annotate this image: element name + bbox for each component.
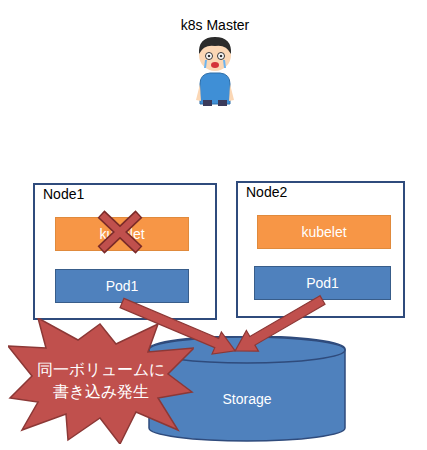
box-label: Pod1 [306, 275, 339, 292]
kubelet-box: kubelet [257, 215, 391, 249]
node-box: Node1 kubeletPod1 [33, 183, 217, 320]
node-box: Node2 kubeletPod1 [236, 181, 405, 318]
pod-box: Pod1 [55, 269, 189, 303]
alert-starburst: 同一ボリュームに 書き込み発生 [8, 318, 194, 444]
box-label: kubelet [301, 224, 346, 241]
alert-text: 同一ボリュームに 書き込み発生 [31, 359, 171, 402]
master-label: k8s Master [165, 17, 265, 33]
worried-person [196, 37, 234, 106]
starburst-outline [8, 318, 194, 444]
node-title: Node2 [246, 184, 287, 201]
box-label: Pod1 [106, 278, 139, 295]
pod-box: Pod1 [254, 266, 391, 300]
node-title: Node1 [43, 186, 84, 203]
box-label: Storage [222, 391, 271, 408]
kubelet-box: kubelet [55, 217, 189, 251]
box-label: kubelet [99, 226, 144, 243]
